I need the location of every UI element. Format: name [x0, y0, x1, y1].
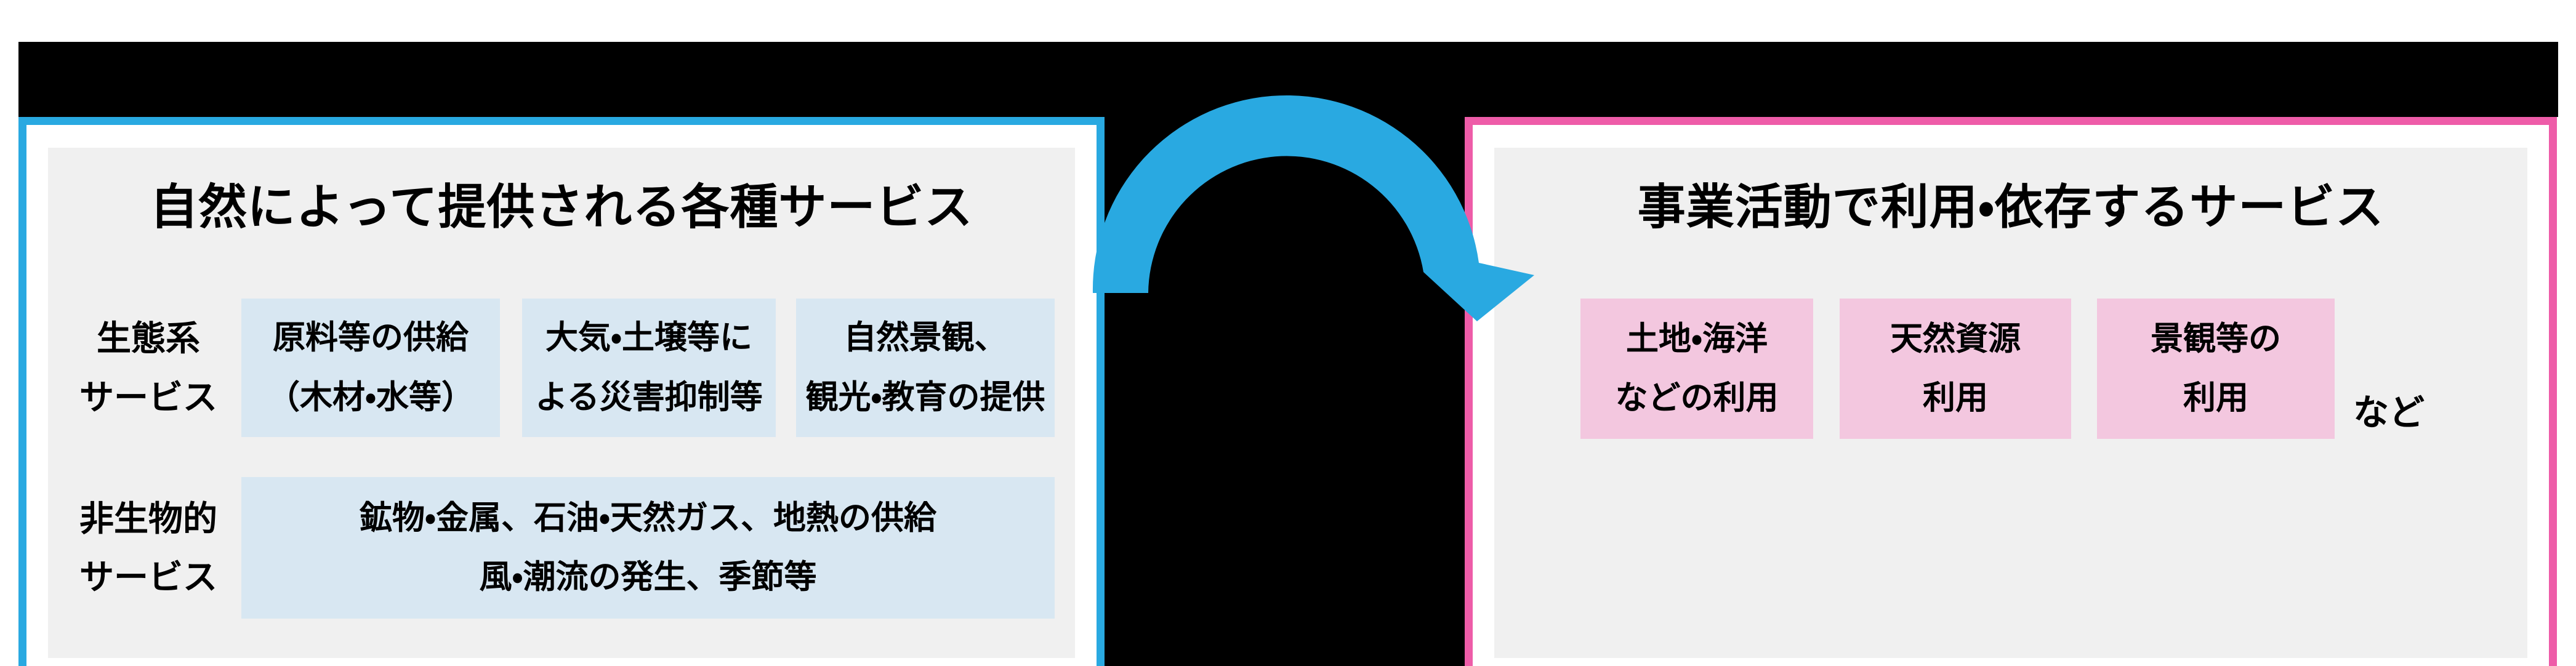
- disaster-mitigation-box: 大気・土壌等に よる災害抑制等: [522, 299, 776, 437]
- abiotic-label-line1: 非生物的: [79, 499, 217, 538]
- natural-resource-line2: 利用: [1923, 380, 1988, 416]
- disaster-mitigation-line2: よる災害抑制等: [535, 379, 763, 415]
- natural-resource-use-box: 天然資源 利用: [1840, 299, 2071, 439]
- land-ocean-use-box: 土地・海洋 などの利用: [1580, 299, 1813, 439]
- disaster-mitigation-line1: 大気・土壌等に: [545, 319, 753, 356]
- abiotic-services-label: 非生物的 サービス: [53, 477, 244, 619]
- landscape-tourism-line2: 観光・教育の提供: [805, 379, 1045, 415]
- raw-materials-line1: 原料等の供給: [273, 319, 469, 356]
- natural-resource-line1: 天然資源: [1890, 320, 2021, 357]
- business-services-inner-panel: 事業活動で利用・依存するサービス 土地・海洋 などの利用 天然資源 利用 景観等…: [1494, 148, 2527, 658]
- nature-panel-title: 自然によって提供される各種サービス: [150, 180, 973, 234]
- scenery-use-line2: 利用: [2183, 380, 2248, 416]
- ecosystem-label-line2: サービス: [79, 377, 217, 417]
- nature-services-panel: 自然によって提供される各種サービス 生態系 サービス 原料等の供給 （木材・水等…: [18, 117, 1105, 666]
- abiotic-label-line2: サービス: [79, 558, 217, 596]
- minerals-energy-line2: 風・潮流の発生、季節等: [479, 559, 817, 595]
- minerals-energy-line1: 鉱物・金属、石油・天然ガス、地熱の供給: [359, 499, 937, 536]
- business-panel-title: 事業活動で利用・依存するサービス: [1637, 180, 2385, 234]
- nature-services-inner-panel: 自然によって提供される各種サービス 生態系 サービス 原料等の供給 （木材・水等…: [48, 148, 1075, 658]
- minerals-energy-box: 鉱物・金属、石油・天然ガス、地熱の供給 風・潮流の発生、季節等: [241, 477, 1055, 619]
- raw-materials-line2: （木材・水等）: [267, 379, 475, 415]
- scenery-use-line1: 景観等の: [2151, 320, 2281, 357]
- business-services-panel: 事業活動で利用・依存するサービス 土地・海洋 などの利用 天然資源 利用 景観等…: [1465, 117, 2557, 666]
- raw-materials-supply-box: 原料等の供給 （木材・水等）: [241, 299, 500, 437]
- landscape-tourism-line1: 自然景観、: [843, 319, 1007, 356]
- middle-black-column: [1105, 117, 1465, 666]
- ecosystem-label-line1: 生態系: [97, 319, 200, 358]
- etc-suffix-label: など: [2353, 393, 2425, 433]
- landscape-tourism-box: 自然景観、 観光・教育の提供: [796, 299, 1055, 437]
- top-black-band: [18, 42, 2558, 117]
- scenery-use-box: 景観等の 利用: [2097, 299, 2335, 439]
- ecosystem-services-label: 生態系 サービス: [53, 299, 244, 437]
- land-ocean-line1: 土地・海洋: [1625, 320, 1768, 357]
- land-ocean-line2: などの利用: [1615, 380, 1779, 416]
